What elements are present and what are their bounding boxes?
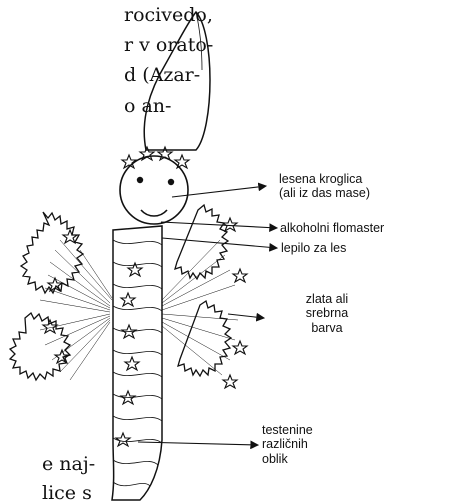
hat-outline bbox=[144, 12, 210, 150]
label-paint-line: barva bbox=[292, 321, 362, 335]
label-glue: lepilo za les bbox=[281, 241, 346, 255]
eye bbox=[168, 179, 174, 185]
label-pasta-line: različnih bbox=[262, 437, 313, 451]
label-wooden-ball-line: (ali iz das mase) bbox=[279, 186, 370, 200]
right-wing bbox=[175, 205, 228, 279]
label-paint-line: zlata ali bbox=[292, 292, 362, 306]
label-marker: alkoholni flomaster bbox=[280, 221, 384, 235]
label-wooden-ball: lesena kroglica (ali iz das mase) bbox=[279, 172, 370, 201]
label-paint: zlata ali srebrna barva bbox=[292, 292, 362, 335]
label-pasta: testenine različnih oblik bbox=[262, 423, 313, 466]
left-wing bbox=[21, 212, 83, 293]
eye bbox=[137, 177, 143, 183]
label-pasta-line: testenine bbox=[262, 423, 313, 437]
label-pasta-line: oblik bbox=[262, 452, 313, 466]
label-wooden-ball-line: lesena kroglica bbox=[279, 172, 370, 186]
label-paint-line: srebrna bbox=[292, 306, 362, 320]
